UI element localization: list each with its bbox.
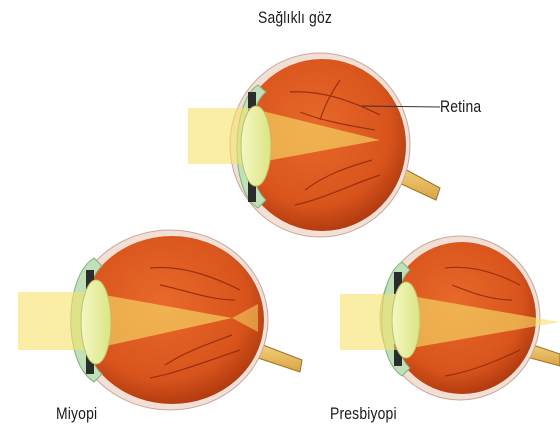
healthy-eye — [188, 53, 440, 237]
myopia-label: Miyopi — [56, 404, 97, 424]
myopia-eye — [18, 230, 302, 410]
incoming-light — [18, 292, 88, 350]
presbyopia-label: Presbiyopi — [330, 404, 397, 424]
lens — [241, 106, 271, 186]
retina-label: Retina — [440, 97, 481, 117]
incoming-light — [188, 108, 250, 164]
incoming-light — [340, 294, 400, 350]
lens — [392, 282, 420, 358]
presbyopia-eye — [340, 236, 560, 400]
lens — [81, 280, 111, 364]
healthy-eye-label: Sağlıklı göz — [258, 8, 332, 28]
